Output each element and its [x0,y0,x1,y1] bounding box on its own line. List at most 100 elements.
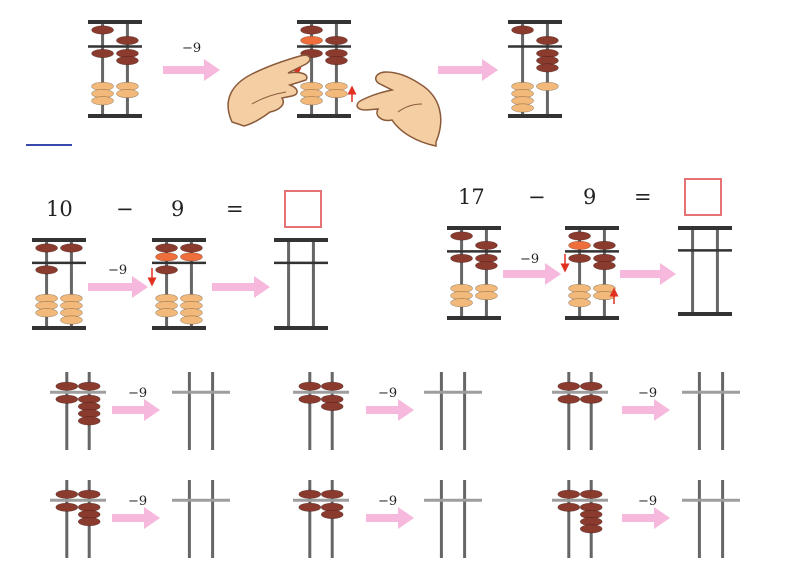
arrow-shaft [503,270,547,278]
lower-bead [60,315,83,325]
arrow-head [132,276,148,298]
arrow-shaft [112,406,146,414]
arrow-shaft [163,66,206,74]
lower-bead [579,524,603,534]
problem-17-abacus-answer [678,226,732,316]
problem-10-arrow-2 [212,276,270,298]
problem-10-abacus-start [32,238,86,330]
exercise-1-arrow [112,399,160,421]
upper-bead [116,35,139,45]
upper-bead [579,381,603,391]
arrow-shaft [438,66,484,74]
exercise-3-abacus-answer [682,372,740,450]
problem-17-abacus-operation [560,226,619,320]
exercise-4-abacus-start [50,480,106,558]
exercise-1-abacus-answer [172,372,230,450]
lower-bead [325,89,348,99]
demo-arrow-1 [163,59,220,81]
upper-bead [180,243,203,253]
upper-bead [35,243,58,253]
lower-bead [593,261,616,271]
eq1-operand-b: 9 [171,197,185,221]
upper-bead [557,489,581,499]
problem-17-abacus-start [447,226,501,320]
lower-bead [579,394,603,404]
lower-bead [593,291,616,301]
eq2-operator: − [528,185,546,209]
lower-bead [475,291,498,301]
problem-10-abacus-operation [147,238,206,330]
lower-bead [116,56,139,66]
upper-bead [511,25,534,35]
lower-bead [298,394,322,404]
demo-abacus-operation [292,20,357,118]
upper-bead [60,243,83,253]
eq1-equals: = [226,197,244,221]
op-label-mini-1: −9 [128,386,147,401]
upper-bead [325,35,348,45]
eq2-operand-a: 17 [458,185,485,209]
lower-bead [568,298,591,308]
problem-10-arrow-1 [88,276,148,298]
eq2-answer-box[interactable] [684,178,722,216]
exercise-4-abacus-answer [172,480,230,558]
op-label-17: −9 [520,252,539,267]
arrow-shaft [212,283,256,291]
op-label-mini-3: −9 [638,386,657,401]
lower-bead [450,253,473,263]
arrow-shaft [366,514,400,522]
upper-bead [475,240,498,250]
lower-bead [116,89,139,99]
lower-bead [91,96,114,106]
arrow-shaft [366,406,400,414]
problem-17-arrow-2 [620,263,676,285]
upper-bead [536,35,559,45]
upper-bead [579,489,603,499]
exercise-5-abacus-answer [424,480,482,558]
arrow-head [144,399,160,421]
exercise-2-arrow [366,399,414,421]
exercise-6-abacus-answer [682,480,740,558]
upper-bead [298,489,322,499]
lower-bead [155,265,178,275]
arrow-head [254,276,270,298]
demo-abacus-start [88,20,142,118]
arrow-shaft [112,514,146,522]
arrow-shaft [622,514,656,522]
exercise-5-abacus-start [293,480,349,558]
upper-bead [557,381,581,391]
arrow-head [654,507,670,529]
lower-bead [536,81,559,91]
highlighted-bead [180,252,203,262]
upper-bead [320,381,344,391]
upper-bead [91,25,114,35]
lower-bead [155,308,178,318]
lower-bead [298,502,322,512]
arrow-head [398,507,414,529]
upper-bead [298,381,322,391]
highlighted-bead [155,252,178,262]
eq1-answer-box[interactable] [284,190,322,228]
lower-bead [77,416,101,426]
eq2-equals: = [634,185,652,209]
right-hand-illustration [356,71,442,147]
upper-bead [568,231,591,241]
lower-bead [55,502,79,512]
arrow-head [144,507,160,529]
problem-10-abacus-answer [274,238,328,330]
lower-bead [568,253,591,263]
lower-bead [320,509,344,519]
eq1-operator: − [116,197,134,221]
arrow-head [204,59,220,81]
exercise-2-abacus-answer [424,372,482,450]
highlighted-bead [300,35,323,45]
lower-bead [511,103,534,113]
exercise-1-abacus-start [50,372,106,450]
upper-bead [77,381,101,391]
upper-bead [300,25,323,35]
upper-bead [450,231,473,241]
exercise-2-abacus-start [293,372,349,450]
exercise-6-abacus-start [552,480,608,558]
lower-bead [475,261,498,271]
